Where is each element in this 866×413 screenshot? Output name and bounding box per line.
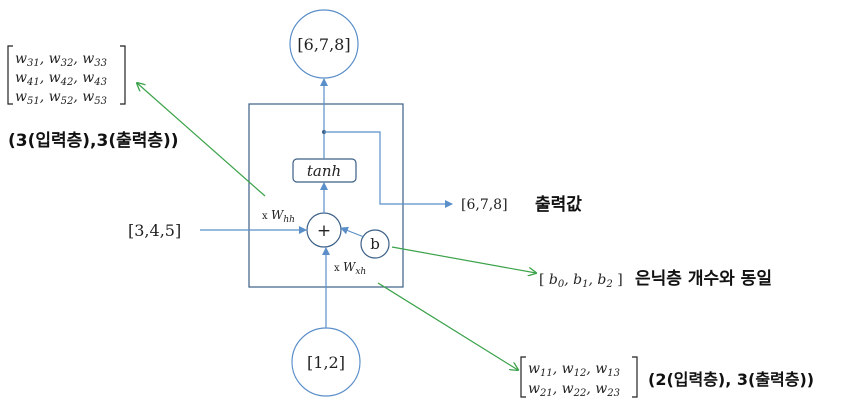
input-node-bottom-label: [1,2] [307,353,345,372]
output-branch-line [324,131,453,208]
matrix-row: w11, w12, w13 [528,361,620,379]
matrix-row: w51, w52, w53 [15,89,107,107]
bias-annotation-arrow [391,246,536,273]
bias-to-sum-line [340,226,365,238]
tanh-label: tanh [307,162,341,180]
w-hh-annotation-arrow [137,83,266,197]
bias-label: 은닉층 개수와 동일 [635,269,772,289]
bias-node-label: b [370,235,380,253]
bias-vector: [ b0, b1, b2 ] [539,272,623,290]
bottom-label: (2(입력층), 3(출력층)) [648,370,814,389]
w-xh-annotation-arrow [377,282,518,370]
w-xh-prefix: x [334,263,340,274]
output-node-label: [6,7,8] [297,35,350,54]
w-xh-label: Wxh [343,260,366,277]
top-left-matrix: w31, w32, w33 w41, w42, w43 w51, w52, w5… [7,45,126,107]
input-x-label: [3,4,5] [128,221,181,240]
bottom-matrix: w11, w12, w13 w21, w22, w23 [520,356,638,399]
matrix-row: w21, w22, w23 [528,381,620,399]
bias-node [360,229,390,259]
output-value-text: [6,7,8] [461,197,508,213]
w-hh-label: Whh [271,208,295,225]
w-hh-prefix: x [262,211,268,222]
output-value-label: 출력값 [535,195,582,215]
sum-node-label: + [317,221,331,241]
top-left-label: (3(입력층),3(출력층)) [8,131,179,151]
matrix-row: w41, w42, w43 [15,70,107,88]
matrix-row: w31, w32, w33 [15,51,107,69]
